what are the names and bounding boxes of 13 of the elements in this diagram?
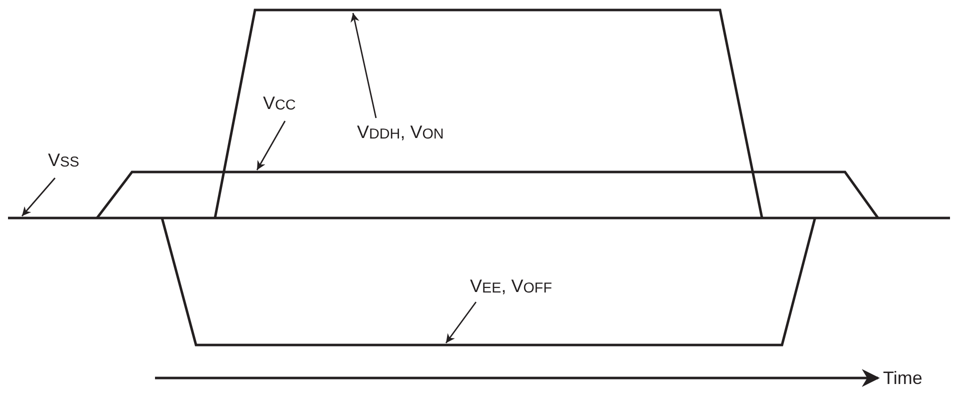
leader-line: [256, 120, 286, 170]
signal-label: V$_{CC}$: [263, 93, 296, 116]
signal-label: V$_{EE}$, V$_{OFF}$: [470, 276, 552, 299]
signal-label: V$_{DDH}$, V$_{ON}$: [357, 122, 444, 145]
vcc-waveform: [96, 170, 880, 219]
vddh-waveform: [214, 8, 764, 218]
leader-line: [445, 302, 477, 344]
vee-waveform: [160, 218, 816, 346]
leader-line: [21, 178, 56, 216]
baseline-trace: [8, 216, 950, 220]
axis-label: Time: [883, 368, 922, 388]
leader-line: [350, 12, 377, 118]
signal-label: V$_{SS}$: [48, 150, 80, 173]
